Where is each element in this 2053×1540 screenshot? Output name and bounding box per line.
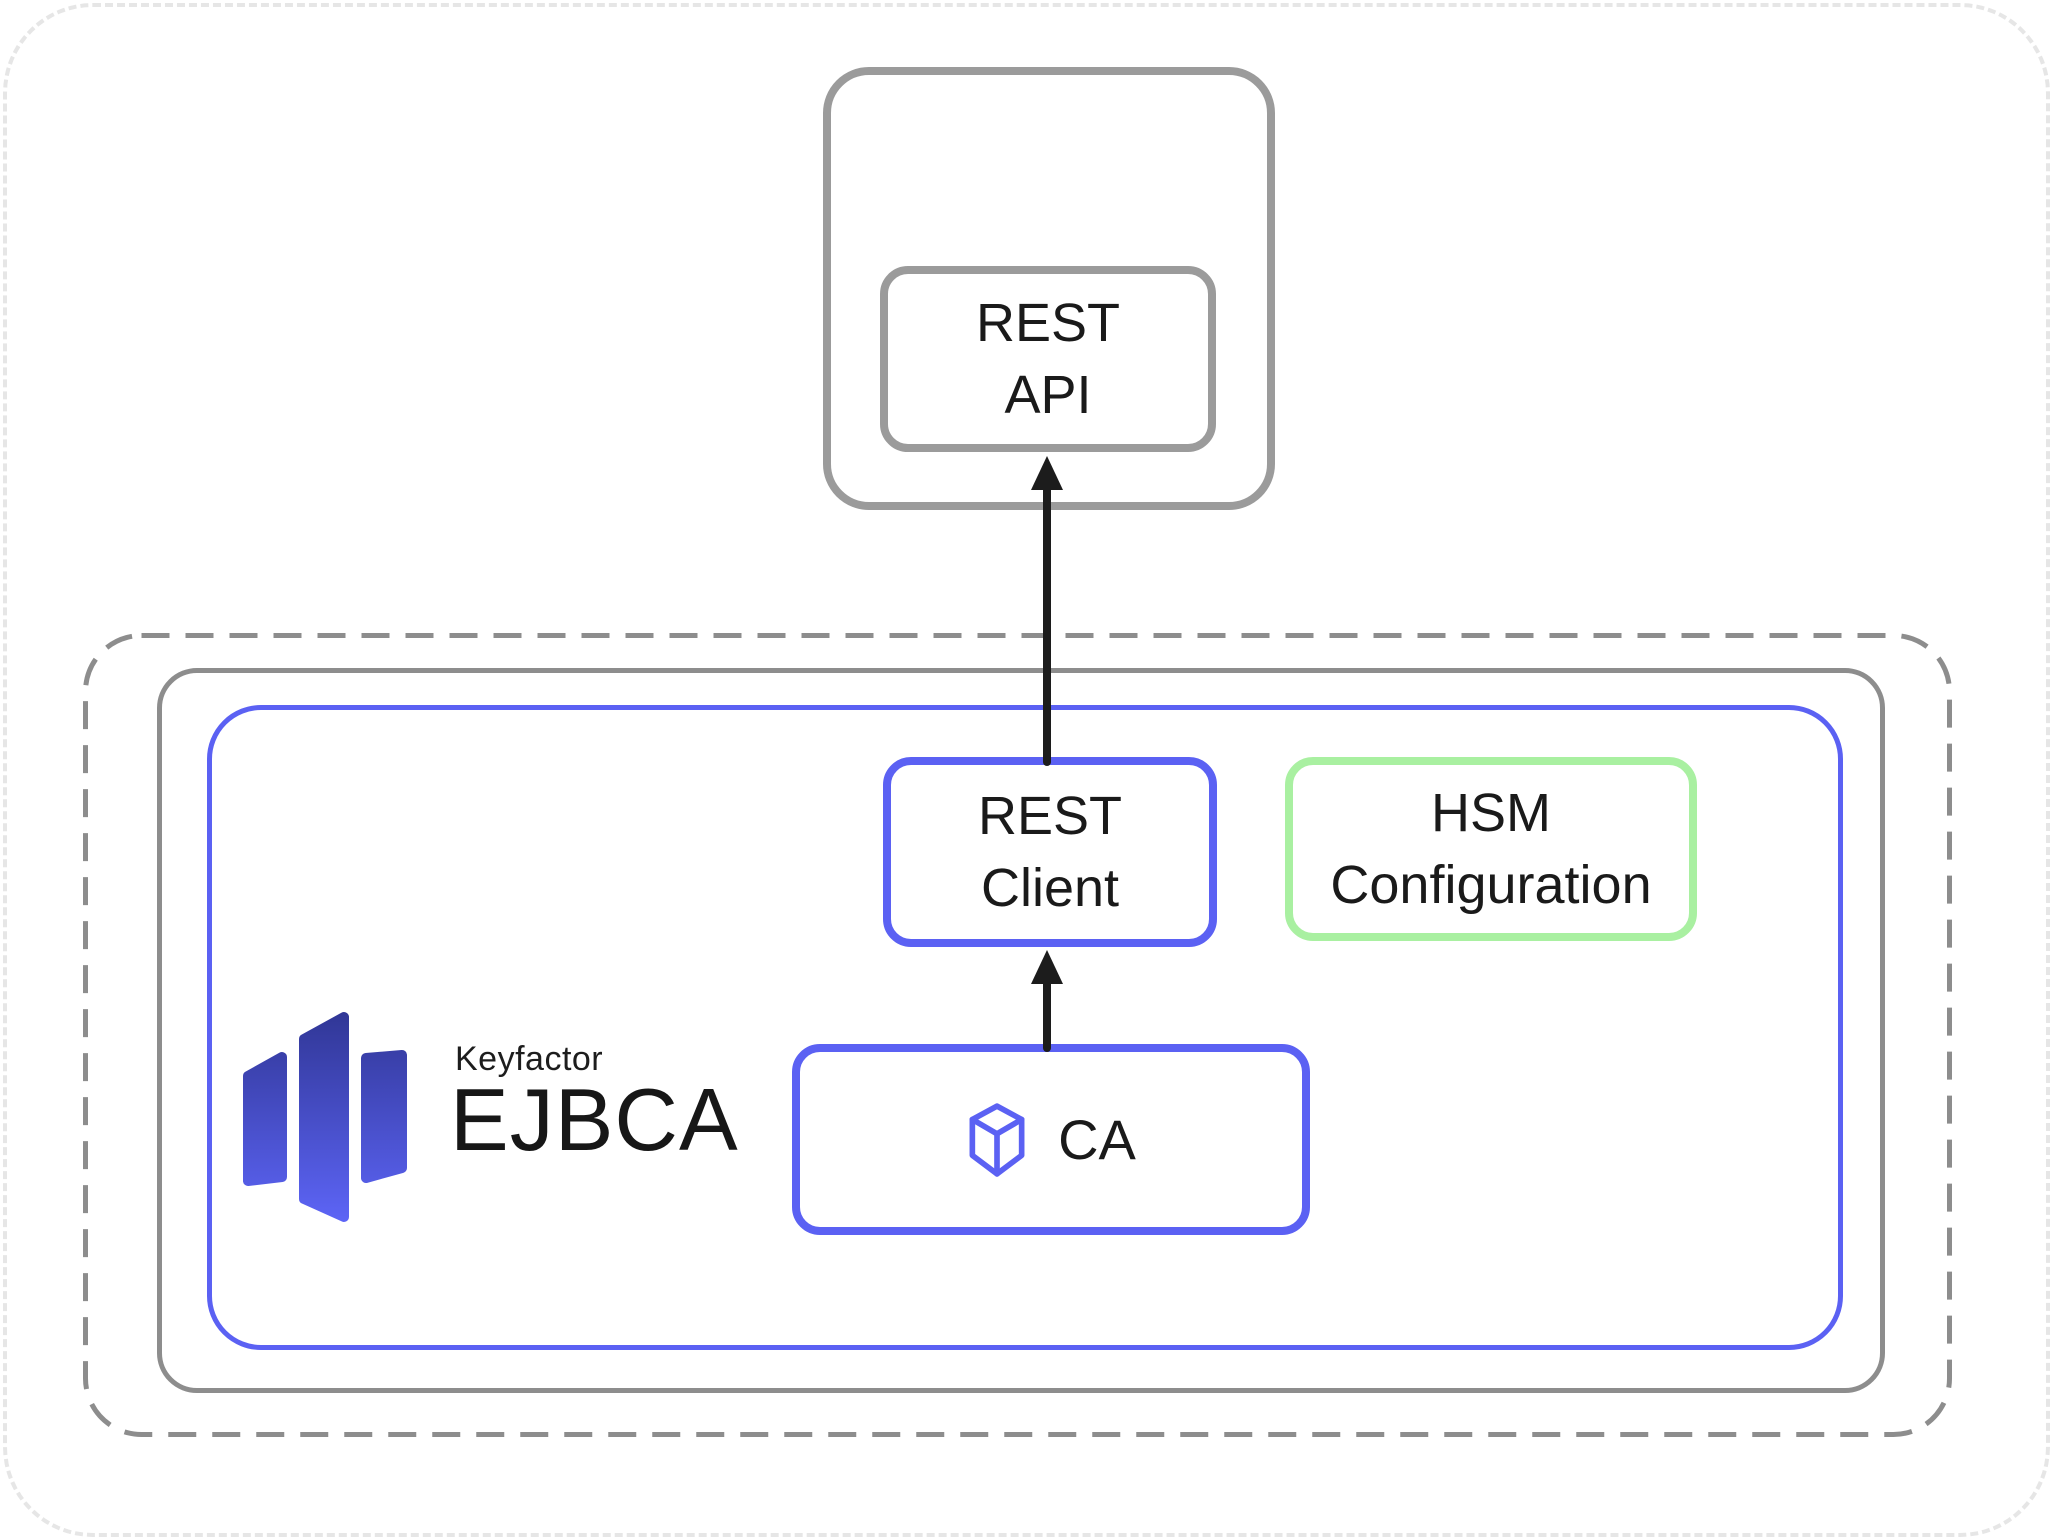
host-container-box [157, 668, 1885, 1393]
logo-product-text: EJBCA [450, 1070, 739, 1169]
rest-client-label-line1: REST [977, 786, 1123, 846]
cube-icon [969, 1102, 1025, 1177]
rest-api-node: REST API [880, 266, 1216, 452]
ca-node: CA [792, 1044, 1310, 1235]
keyfactor-logo-mark [243, 1012, 407, 1222]
rest-client-node: REST Client [883, 757, 1217, 947]
logo-brand-text: Keyfactor [455, 1040, 604, 1078]
dashed-boundary-box [83, 633, 1952, 1437]
hsm-configuration-node: HSM Configuration [1285, 757, 1697, 941]
ca-label: CA [1058, 1107, 1136, 1171]
hsm-configuration-label-line2: Configuration [1330, 855, 1652, 915]
ejbca-container-box [207, 705, 1843, 1350]
hsm-configuration-label-line1: HSM [1431, 783, 1551, 843]
rest-api-label-line2: API [1004, 365, 1092, 425]
rest-api-label-line1: REST [975, 293, 1121, 353]
rest-client-label-line2: Client [980, 858, 1120, 918]
